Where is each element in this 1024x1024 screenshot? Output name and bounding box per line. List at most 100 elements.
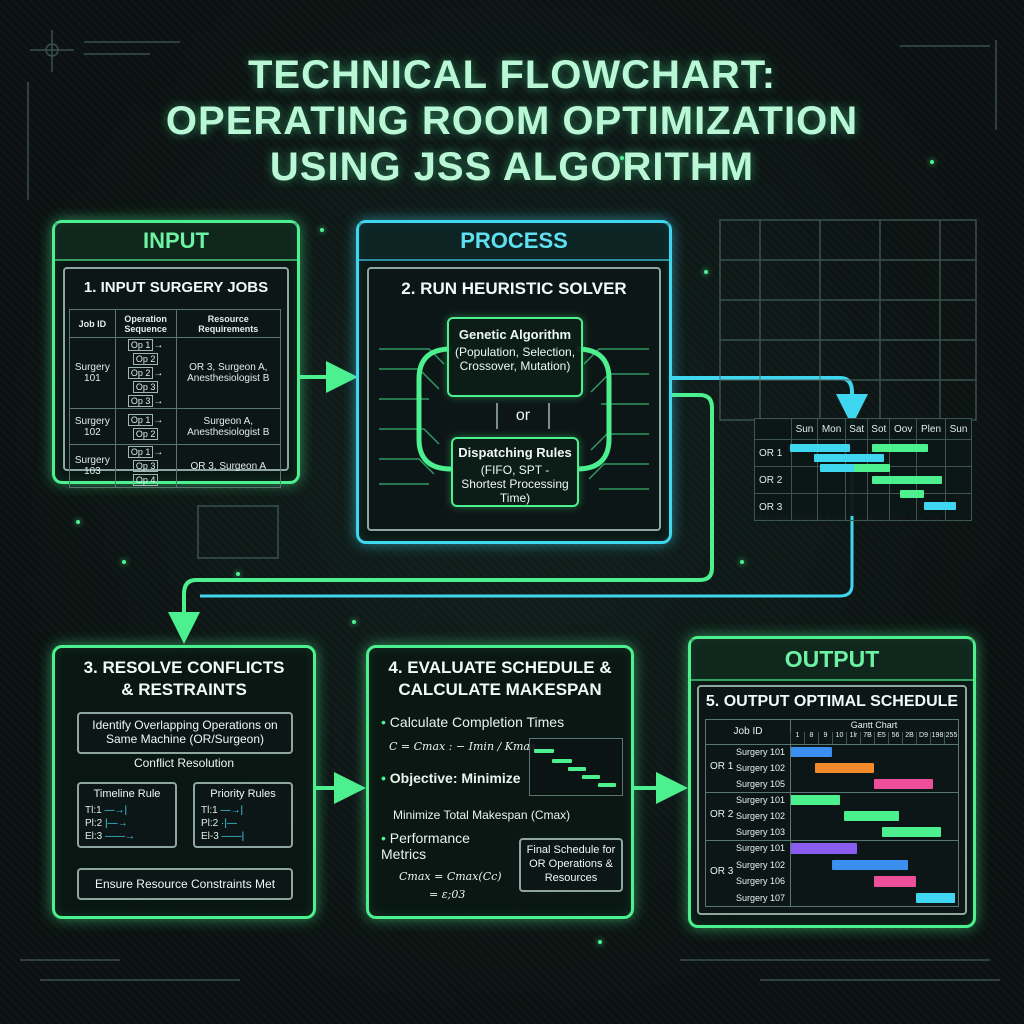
- input-panel: INPUT 1. INPUT SURGERY JOBS Job ID Opera…: [52, 220, 300, 488]
- surgery-label: Surgery 107: [736, 892, 786, 903]
- evaluate-panel: 4. EVALUATE SCHEDULE & CALCULATE MAKESPA…: [366, 645, 634, 919]
- ensure-text: Ensure Resource Constraints Met: [94, 877, 276, 891]
- surgery-label: Surgery 105: [736, 779, 786, 789]
- page-title: TECHNICAL FLOWCHART: OPERATING ROOM OPTI…: [0, 52, 1024, 190]
- gantt-bar: [872, 476, 942, 484]
- gantt-bar: [814, 454, 884, 462]
- glow-dot: [620, 156, 624, 160]
- glow-dot: [930, 160, 934, 164]
- priority-row: Tl:1: [201, 805, 218, 816]
- schedule-bar: [790, 747, 832, 757]
- arrow-process-to-resolve: [168, 393, 714, 644]
- job-id-cell: Surgery 102: [69, 408, 116, 445]
- gantt-tick: 10: [832, 732, 846, 744]
- output-panel-header: OUTPUT: [691, 639, 973, 681]
- gantt-tick: E5: [874, 732, 888, 744]
- priority-rules-box: Priority Rules Tl:1 —→| Pl:2 ·|— El-3 ——…: [193, 782, 293, 848]
- surgery-label: Surgery 101: [736, 843, 786, 853]
- resolve-panel: 3. RESOLVE CONFLICTS & RESTRAINTS Identi…: [52, 645, 316, 919]
- schedule-bar: [916, 892, 955, 903]
- gantt-tick: 198: [930, 732, 944, 744]
- final-schedule-box: Final Schedule for OR Operations & Resou…: [519, 838, 623, 892]
- dr-desc: (FIFO, SPT - Shortest Processing Time): [461, 463, 569, 505]
- operation-sequence-cell: Op 1→Op 2 Op 2→Op 3 Op 3→: [114, 337, 177, 409]
- arrow-process-to-gantt: [668, 376, 868, 426]
- resource-cell: Surgeon A, Anesthesiologist B: [175, 408, 282, 445]
- bullet-completion-times: Calculate Completion Times: [389, 714, 565, 730]
- gantt-bar: [820, 464, 856, 472]
- bullet-performance-metrics: Performance Metrics: [381, 830, 470, 862]
- gantt-bar: [582, 775, 600, 779]
- gantt-bar: [872, 444, 928, 452]
- title-line-2: OPERATING ROOM OPTIMIZATION: [165, 99, 859, 143]
- op-box: Op 2: [132, 353, 159, 365]
- op-box: Op 1: [127, 413, 154, 426]
- gantt-chart-title: Gantt Chart: [850, 720, 898, 730]
- glow-dot: [320, 228, 324, 232]
- op-box: Op 1: [127, 446, 154, 458]
- or-label: OR 2: [710, 809, 734, 820]
- process-panel: PROCESS 2. RUN HEURISTIC SOLVER Genetic …: [356, 220, 672, 544]
- or-label: or: [515, 407, 531, 424]
- evaluate-heading-2: CALCULATE MAKESPAN: [398, 680, 602, 699]
- gantt-bar: [568, 767, 586, 771]
- or-row-label: OR 2: [754, 466, 792, 494]
- schedule-bar: [815, 763, 874, 773]
- ga-desc: (Population, Selection, Crossover, Mutat…: [454, 345, 576, 373]
- job-id-header: Job ID: [706, 720, 791, 745]
- op-box: Op 1: [127, 339, 154, 351]
- glow-dot: [740, 560, 744, 564]
- gantt-tick: 255: [944, 732, 958, 744]
- gantt-bar: [924, 502, 956, 510]
- resource-cell: OR 3, Surgeon A: [175, 444, 282, 488]
- or-label: OR 1: [710, 761, 734, 772]
- title-line-3: USING JSS ALGORITHM: [269, 145, 755, 189]
- dr-title: Dispatching Rules: [458, 445, 572, 460]
- surgery-label: Surgery 102: [736, 859, 786, 870]
- day-label: Sun: [791, 418, 818, 440]
- col-operation-sequence: Operation Sequence: [114, 309, 177, 338]
- input-jobs-table: Job ID Operation Sequence Resource Requi…: [69, 309, 282, 488]
- job-id-cell: Surgery 103: [69, 444, 116, 488]
- priority-row: Pl:2: [201, 818, 219, 829]
- input-panel-header: INPUT: [55, 223, 297, 261]
- gantt-bar: [900, 490, 924, 498]
- gantt-tick: 1lr: [846, 732, 860, 744]
- table-row: Surgery 102 Op 1→Op 2 Surgeon A, Anesthe…: [69, 408, 282, 445]
- day-label: Mon: [816, 418, 847, 440]
- ga-title: Genetic Algorithm: [458, 327, 572, 342]
- operation-sequence-cell: Op 1→Op 2: [114, 408, 177, 445]
- final-schedule-text: Final Schedule for OR Operations & Resou…: [526, 844, 616, 884]
- surgery-label: Surgery 102: [736, 811, 786, 821]
- glow-dot: [76, 520, 80, 524]
- op-box: Op 3: [132, 460, 159, 472]
- or-row-label: OR 3: [754, 493, 792, 521]
- genetic-algorithm-box: Genetic Algorithm (Population, Selection…: [447, 317, 583, 397]
- op-box: Op 4: [132, 474, 159, 486]
- gantt-tick: 2B: [902, 732, 916, 744]
- solver-heading: 2. RUN HEURISTIC SOLVER: [401, 279, 627, 298]
- timeline-row: El:3: [85, 831, 103, 842]
- solver-box: 2. RUN HEURISTIC SOLVER Genetic Algorith…: [367, 267, 661, 531]
- circuit-lines: [379, 346, 649, 490]
- priority-rules-title: Priority Rules: [210, 788, 276, 800]
- glow-dot: [598, 940, 602, 944]
- day-label: Oov: [889, 418, 918, 440]
- surgery-label: Surgery 103: [736, 827, 786, 837]
- gantt-tick: 7B: [860, 732, 874, 744]
- priority-row: El-3: [201, 831, 219, 842]
- formula-completion: C = Cmax : − Imin / Kmas: [389, 740, 536, 753]
- objective-text: Minimize Total Makespan (Cmax): [393, 808, 571, 822]
- gantt-tick: 56: [888, 732, 902, 744]
- resource-cell: OR 3, Surgeon A, Anesthesiologist B: [175, 337, 282, 409]
- output-heading: 5. OUTPUT OPTIMAL SCHEDULE: [705, 693, 959, 710]
- gantt-bar: [598, 783, 616, 787]
- evaluate-heading-1: 4. EVALUATE SCHEDULE &: [388, 658, 612, 677]
- conflict-resolution-label: Conflict Resolution: [133, 756, 235, 770]
- identify-text: Identify Overlapping Operations on Same …: [92, 718, 278, 746]
